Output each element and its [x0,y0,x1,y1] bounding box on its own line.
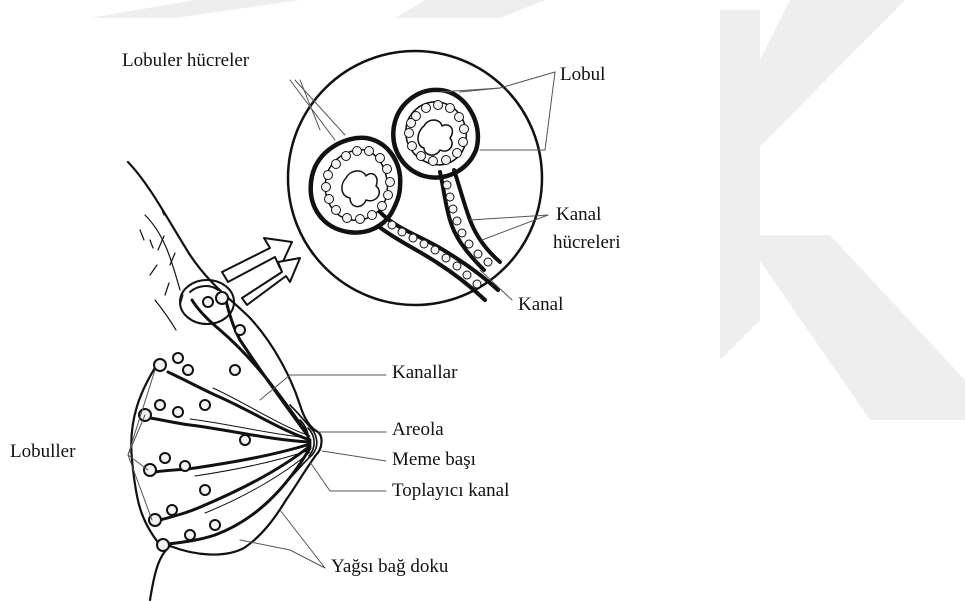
magnified-view [288,51,542,305]
label-kanal-hucreleri-line1: Kanal [553,201,621,229]
label-yagsi-bag-doku: Yağsı bağ doku [331,556,448,578]
magnified-lobule-right [393,90,478,178]
label-kanallar: Kanallar [392,362,457,384]
chest-wall-lines [140,205,183,330]
label-kanal: Kanal [518,294,563,316]
label-lobul: Lobul [560,64,605,86]
breast-outline [128,162,322,600]
label-toplayici-kanal: Toplayıcı kanal [392,480,509,502]
label-kanal-hucreleri: Kanal hücreleri [553,201,621,257]
label-lobuler-hucreler: Lobuler hücreler [122,50,249,72]
label-areola: Areola [392,419,444,441]
label-meme-basi: Meme başı [392,449,476,471]
label-kanal-hucreleri-line2: hücreleri [553,229,621,257]
lobule-clusters [139,292,250,551]
label-lobuller: Lobuller [10,441,75,463]
